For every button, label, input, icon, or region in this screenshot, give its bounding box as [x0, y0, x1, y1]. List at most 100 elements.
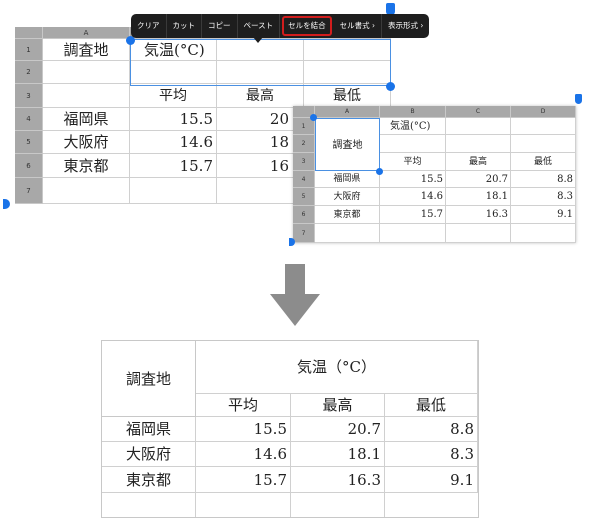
row-header[interactable]: 4: [293, 171, 315, 188]
cell-c7[interactable]: [446, 224, 511, 243]
selection-handle-bottom-right[interactable]: [386, 82, 395, 91]
cell-b2[interactable]: [130, 61, 217, 84]
corner-header[interactable]: [293, 106, 315, 118]
merged-cell-a1-a3[interactable]: 調査地: [315, 118, 380, 171]
cell-b7[interactable]: [130, 178, 217, 204]
scroll-tab-top-right[interactable]: [386, 3, 395, 16]
subheader-max: 最高: [291, 394, 385, 417]
col-header-b[interactable]: B: [380, 106, 446, 118]
cell-b5[interactable]: 14.6: [380, 188, 446, 206]
cell-a6[interactable]: 東京都: [43, 154, 130, 178]
row-header[interactable]: 7: [15, 178, 43, 204]
value-cell: 15.7: [196, 467, 291, 493]
cell-d6[interactable]: 9.1: [511, 206, 576, 224]
cell-b4[interactable]: 15.5: [380, 171, 446, 188]
cell-a4[interactable]: 福岡県: [315, 171, 380, 188]
cell-a3[interactable]: [43, 84, 130, 108]
context-toolbar: クリア カット コピー ペースト セルを結合 セル書式 › 表示形式 ›: [131, 14, 430, 38]
row-header[interactable]: 5: [15, 131, 43, 154]
cell-a7[interactable]: [315, 224, 380, 243]
cell-d1[interactable]: [511, 118, 576, 135]
toolbar-copy-button[interactable]: コピー: [202, 14, 238, 38]
cell-d5[interactable]: 8.3: [511, 188, 576, 206]
cell-b3[interactable]: 平均: [380, 153, 446, 171]
empty-cell: [102, 493, 196, 517]
selection-range[interactable]: [130, 39, 391, 86]
toolbar-pointer: [253, 37, 263, 43]
cell-a6[interactable]: 東京都: [315, 206, 380, 224]
cell-b1[interactable]: 気温(°C): [380, 118, 446, 135]
row-header[interactable]: 7: [293, 224, 315, 243]
cell-d3[interactable]: 最低: [511, 153, 576, 171]
cell-c3[interactable]: 最高: [217, 84, 304, 108]
cell-c2[interactable]: [446, 135, 511, 153]
row-header[interactable]: 1: [293, 118, 315, 135]
cell-b7[interactable]: [380, 224, 446, 243]
cell-a5[interactable]: 大阪府: [315, 188, 380, 206]
cell-b6[interactable]: 15.7: [380, 206, 446, 224]
row-header[interactable]: 2: [293, 135, 315, 153]
col-header-a[interactable]: A: [315, 106, 380, 118]
toolbar-display-format-button[interactable]: 表示形式 ›: [382, 14, 429, 38]
cell-b5[interactable]: 14.6: [130, 131, 217, 154]
cell-c4[interactable]: 20.7: [446, 171, 511, 188]
subheader-avg: 平均: [196, 394, 291, 417]
toolbar-cut-button[interactable]: カット: [167, 14, 202, 38]
cell-a4[interactable]: 福岡県: [43, 108, 130, 131]
value-cell: 20.7: [291, 417, 385, 442]
cell-b1[interactable]: 気温(°C): [130, 39, 217, 61]
chevron-right-icon: ›: [420, 21, 424, 30]
cell-c5[interactable]: 18.1: [446, 188, 511, 206]
cell-a1[interactable]: 調査地: [43, 39, 130, 61]
selection-handle-bottom-right[interactable]: [376, 168, 383, 175]
toolbar-cell-format-button[interactable]: セル書式 ›: [334, 14, 383, 38]
toolbar-paste-button[interactable]: ペースト: [238, 14, 281, 38]
row-header[interactable]: 1: [15, 39, 43, 61]
down-arrow-icon: [270, 264, 320, 326]
col-header-c[interactable]: C: [446, 106, 511, 118]
cell-d2[interactable]: [511, 135, 576, 153]
row-header[interactable]: 3: [15, 84, 43, 108]
row-header[interactable]: 4: [15, 108, 43, 131]
cell-c3[interactable]: 最高: [446, 153, 511, 171]
cell-b6[interactable]: 15.7: [130, 154, 217, 178]
cell-d3[interactable]: 最低: [304, 84, 391, 108]
cell-c4[interactable]: 20: [217, 108, 304, 131]
cell-a5[interactable]: 大阪府: [43, 131, 130, 154]
value-cell: 18.1: [291, 442, 385, 467]
cell-c1[interactable]: [217, 39, 304, 61]
scroll-tab-top-right[interactable]: [575, 94, 582, 104]
col-header-d[interactable]: D: [511, 106, 576, 118]
row-name-cell: 大阪府: [102, 442, 196, 467]
corner-header[interactable]: [15, 27, 43, 39]
cell-b4[interactable]: 15.5: [130, 108, 217, 131]
toolbar-clear-button[interactable]: クリア: [131, 14, 167, 38]
row-header[interactable]: 3: [293, 153, 315, 171]
empty-cell: [291, 493, 385, 517]
cell-b2[interactable]: [380, 135, 446, 153]
cell-c6[interactable]: 16: [217, 154, 304, 178]
cell-d7[interactable]: [511, 224, 576, 243]
cell-b3[interactable]: 平均: [130, 84, 217, 108]
row-header[interactable]: 6: [15, 154, 43, 178]
selection-handle-top-left[interactable]: [126, 36, 135, 45]
row-header[interactable]: 6: [293, 206, 315, 224]
row-name-cell: 福岡県: [102, 417, 196, 442]
cell-c1[interactable]: [446, 118, 511, 135]
scroll-tab-left[interactable]: [289, 238, 295, 246]
cell-a2[interactable]: [43, 61, 130, 84]
cell-c6[interactable]: 16.3: [446, 206, 511, 224]
cell-c2[interactable]: [217, 61, 304, 84]
row-header[interactable]: 5: [293, 188, 315, 206]
scroll-tab-left[interactable]: [3, 199, 10, 209]
value-cell: 9.1: [385, 467, 478, 493]
value-cell: 14.6: [196, 442, 291, 467]
cell-c7[interactable]: [217, 178, 304, 204]
row-header[interactable]: 2: [15, 61, 43, 84]
selection-handle-top-left[interactable]: [310, 114, 317, 121]
toolbar-merge-cells-button[interactable]: セルを結合: [282, 16, 332, 36]
cell-a7[interactable]: [43, 178, 130, 204]
col-header-a[interactable]: A: [43, 27, 130, 39]
cell-c5[interactable]: 18: [217, 131, 304, 154]
cell-d4[interactable]: 8.8: [511, 171, 576, 188]
